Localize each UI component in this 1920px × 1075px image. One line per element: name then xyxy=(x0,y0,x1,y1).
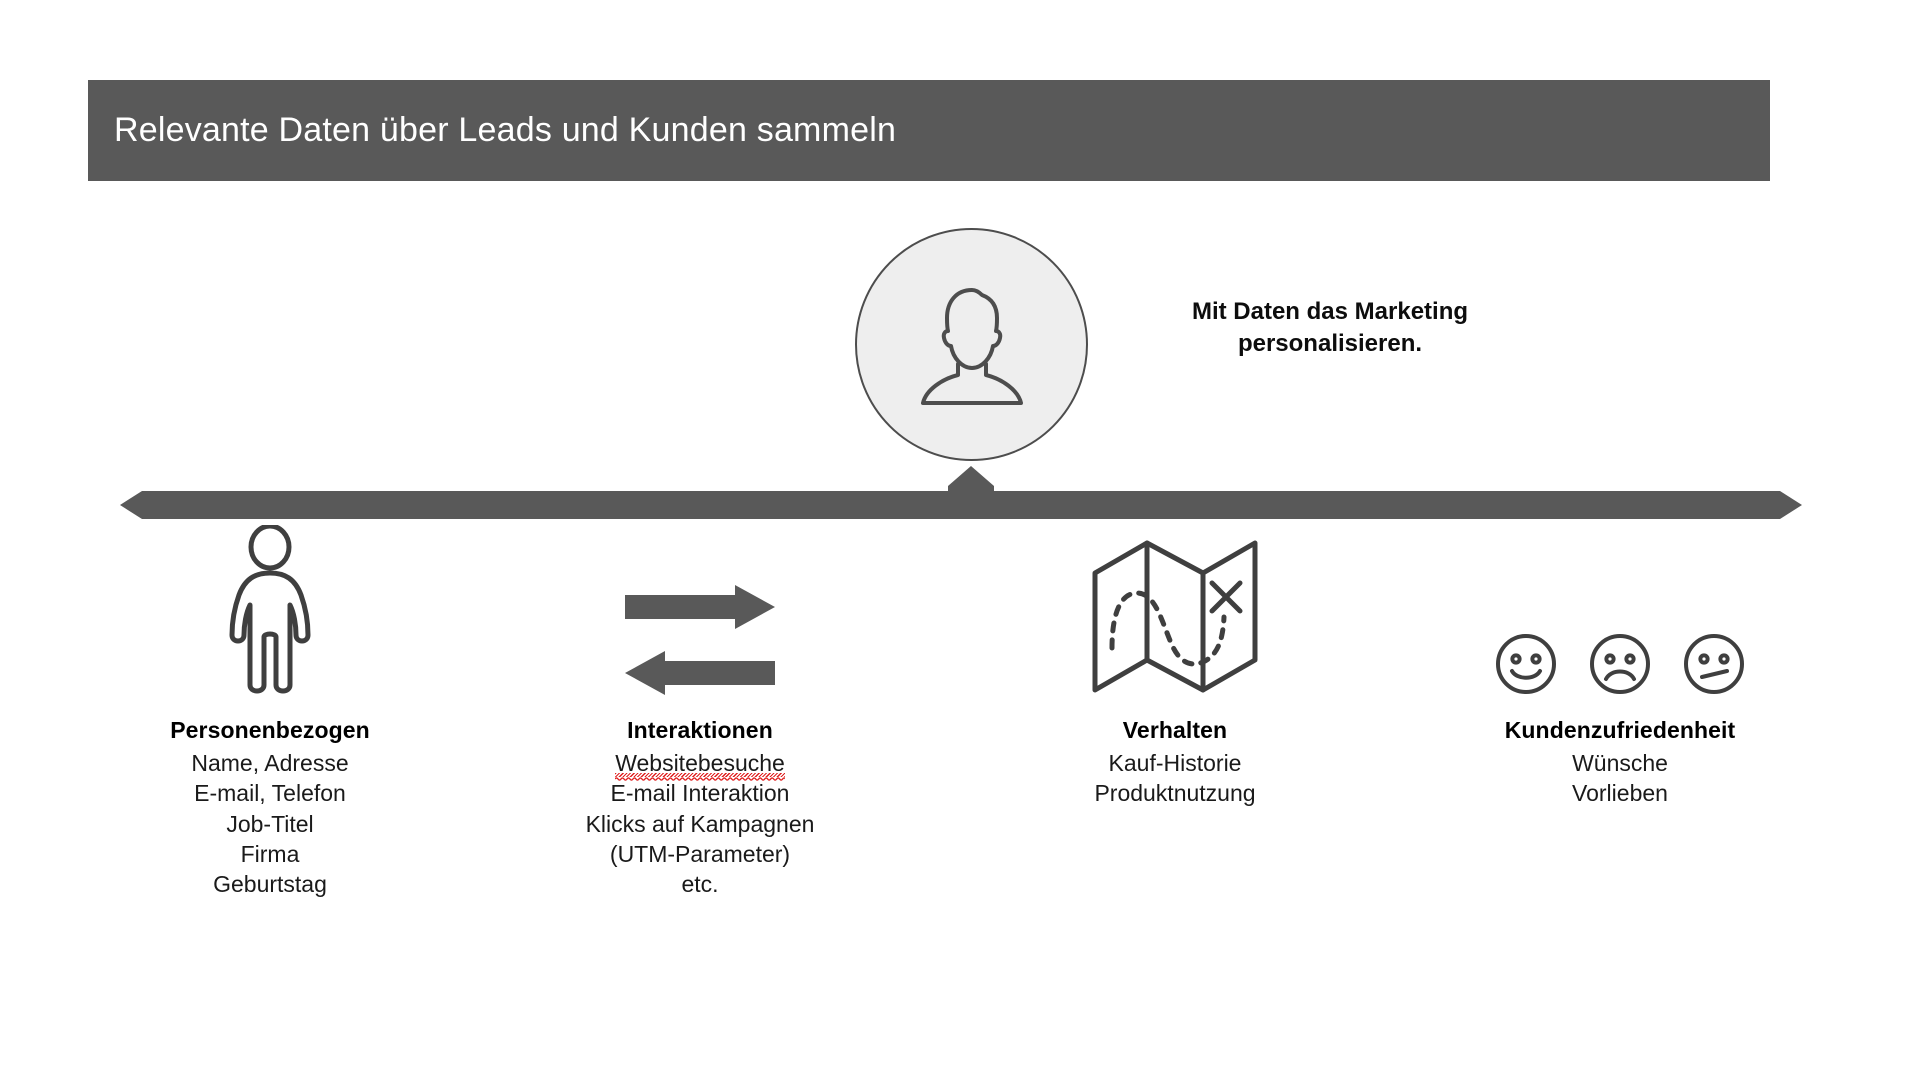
sad-face-icon xyxy=(1589,633,1651,695)
category-verhalten: Verhalten Kauf-Historie Produktnutzung xyxy=(965,525,1385,809)
list-item: Klicks auf Kampagnen xyxy=(585,810,815,837)
category-interaktionen: Interaktionen Websitebesuche E-mail Inte… xyxy=(490,525,910,900)
list-item: etc. xyxy=(681,871,719,898)
category-personenbezogen: Personenbezogen Name, Adresse E-mail, Te… xyxy=(60,525,480,900)
list-item: (UTM-Parameter) xyxy=(609,841,791,868)
list-item: Wünsche xyxy=(1572,750,1668,776)
category-title: Kundenzufriedenheit xyxy=(1504,717,1736,743)
category-kundenzufriedenheit: Kundenzufriedenheit Wünsche Vorlieben xyxy=(1410,525,1830,809)
category-title: Personenbezogen xyxy=(170,717,370,743)
person-standing-icon xyxy=(60,525,480,695)
folded-map-icon xyxy=(965,525,1385,695)
category-title: Verhalten xyxy=(1122,717,1228,743)
marketing-headline: Mit Daten das Marketing personalisieren. xyxy=(1130,296,1530,360)
double-headed-arrow-icon xyxy=(120,490,1802,520)
category-title: Interaktionen xyxy=(627,717,773,743)
list-item: E-mail, Telefon xyxy=(194,780,346,807)
list-item: Websitebesuche xyxy=(490,748,910,782)
list-item: E-mail Interaktion xyxy=(610,780,790,807)
category-lines: Name, Adresse E-mail, Telefon Job-Titel … xyxy=(60,748,480,900)
satisfaction-faces-icon xyxy=(1410,525,1830,695)
category-lines: Websitebesuche E-mail Interaktion Klicks… xyxy=(490,748,910,900)
list-item: Job-Titel xyxy=(226,810,314,837)
list-item: Geburtstag xyxy=(213,871,327,898)
list-item: Firma xyxy=(240,841,300,868)
headline-line-1: Mit Daten das Marketing xyxy=(1191,298,1469,325)
user-avatar-icon xyxy=(912,282,1032,407)
list-item: Produktnutzung xyxy=(1094,780,1256,807)
neutral-face-icon xyxy=(1683,633,1745,695)
misspelled-word: Websitebesuche xyxy=(615,748,785,782)
page-header-bar: Relevante Daten über Leads und Kunden sa… xyxy=(88,80,1770,181)
happy-face-icon xyxy=(1495,633,1557,695)
headline-line-2: personalisieren. xyxy=(1237,330,1423,358)
list-item: Name, Adresse xyxy=(191,750,349,776)
category-lines: Kauf-Historie Produktnutzung xyxy=(965,748,1385,809)
list-item: Kauf-Historie xyxy=(1108,750,1242,776)
avatar xyxy=(855,228,1088,461)
page-title: Relevante Daten über Leads und Kunden sa… xyxy=(114,111,897,149)
exchange-arrows-icon xyxy=(490,525,910,695)
category-lines: Wünsche Vorlieben xyxy=(1410,748,1830,809)
list-item: Vorlieben xyxy=(1572,780,1668,807)
